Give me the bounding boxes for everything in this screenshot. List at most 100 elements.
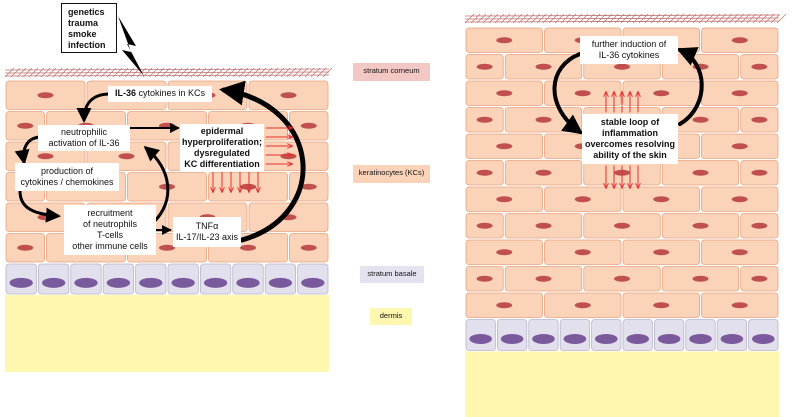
epidermal-line-4: KC differentiation	[184, 159, 260, 169]
tnf-box: TNFα IL-17/IL-23 axis	[173, 217, 241, 247]
keratinocyte-nucleus	[692, 275, 709, 282]
trigger-genetics: genetics	[68, 7, 105, 17]
arrow-il36-to-neutrophilic	[76, 92, 112, 123]
keratinocyte-nucleus	[574, 90, 591, 97]
right-stratum-corneum	[464, 13, 787, 24]
trigger-infection: infection	[68, 40, 106, 50]
keratinocyte-nucleus	[731, 143, 748, 150]
keratinocyte-nucleus	[280, 92, 297, 99]
keratinocyte-nucleus	[535, 169, 552, 176]
label-keratinocytes: keratinocytes (KCs)	[353, 165, 430, 183]
right-skin-layers	[464, 13, 787, 417]
keratinocyte-nucleus	[476, 275, 493, 282]
keratinocyte-nucleus	[653, 196, 670, 203]
basal-nucleus	[41, 277, 66, 288]
further-induction-box: further induction of IL-36 cytokines	[580, 36, 678, 64]
keratinocyte-nucleus	[574, 196, 591, 203]
keratinocyte-nucleus	[17, 244, 34, 251]
basal-nucleus	[74, 277, 98, 288]
right-dermis	[465, 351, 779, 417]
basal-nucleus	[563, 333, 587, 344]
arrow-stable-to-further	[676, 47, 704, 126]
keratinocyte-nucleus	[496, 196, 513, 203]
keratinocyte-nucleus	[692, 116, 709, 123]
tnf-line-1: TNFα	[195, 221, 219, 231]
keratinocyte-nucleus	[751, 222, 768, 229]
arrow-neutrophilic-to-production	[14, 135, 42, 165]
keratinocyte-nucleus	[300, 122, 317, 129]
keratinocyte-nucleus	[614, 275, 630, 282]
label-stratum-basale: stratum basale	[360, 266, 424, 283]
epidermal-line-3: dysregulated	[193, 148, 251, 158]
keratinocyte-nucleus	[476, 63, 493, 70]
lightning-bolt-icon	[118, 16, 144, 76]
keratinocyte-nucleus	[496, 143, 513, 150]
keratinocyte-nucleus	[159, 244, 175, 251]
keratinocyte-nucleus	[731, 90, 748, 97]
basal-nucleus	[139, 277, 163, 288]
right-keratinocyte-layer	[465, 27, 779, 318]
keratinocyte-nucleus	[535, 116, 552, 123]
keratinocyte-nucleus	[476, 169, 493, 176]
basal-nucleus	[532, 333, 555, 344]
keratinocyte-nucleus	[653, 249, 670, 256]
keratinocyte-nucleus	[300, 244, 317, 251]
keratinocyte-nucleus	[731, 302, 748, 309]
recruitment-line-2: of neutrophils	[82, 219, 138, 229]
keratinocyte-nucleus	[240, 244, 256, 251]
keratinocyte-nucleus	[300, 183, 317, 190]
basal-nucleus	[9, 277, 33, 288]
right-stratum-basale	[465, 319, 779, 351]
label-dermis: dermis	[370, 308, 412, 325]
keratinocyte-nucleus	[751, 275, 768, 282]
basal-nucleus	[236, 277, 260, 288]
keratinocyte-nucleus	[535, 275, 552, 282]
keratinocyte-nucleus	[751, 63, 768, 70]
trigger-trauma: trauma	[68, 18, 99, 28]
arrows	[14, 16, 704, 243]
arrow-production-to-recruitment	[18, 189, 61, 223]
basal-nucleus	[626, 333, 650, 344]
il36-rest: cytokines in KCs	[135, 88, 206, 98]
keratinocyte-nucleus	[574, 249, 591, 256]
keratinocyte-nucleus	[37, 153, 54, 160]
keratinocyte-nucleus	[574, 302, 591, 309]
recruitment-line-1: recruitment	[87, 208, 133, 218]
basal-nucleus	[500, 333, 524, 344]
basal-nucleus	[268, 277, 293, 288]
keratinocyte-nucleus	[280, 153, 297, 160]
label-stratum-corneum: stratum corneum	[353, 63, 430, 81]
basal-nucleus	[301, 277, 325, 288]
basal-nucleus	[469, 333, 493, 344]
il36-label: IL-36	[114, 88, 136, 98]
arrow-further-to-stable	[552, 52, 584, 135]
left-dermis	[5, 295, 329, 372]
cytokine-production-box: production of cytokines / chemokines	[15, 163, 119, 191]
cytokines-line-2: cytokines / chemokines	[20, 177, 114, 187]
keratinocyte-nucleus	[653, 90, 670, 97]
stable-line-4: ability of the skin	[593, 150, 667, 160]
keratinocyte-nucleus	[240, 183, 256, 190]
arrow-tnf-to-il36	[219, 80, 306, 243]
keratinocyte-nucleus	[496, 90, 513, 97]
keratinocyte-nucleus	[476, 116, 493, 123]
arrow-recruitment-to-neutrophilic	[143, 146, 170, 224]
recruitment-line-4: other immune cells	[72, 241, 148, 251]
cytokines-line-1: production of	[40, 166, 94, 176]
stable-line-1: stable loop of	[600, 117, 660, 127]
stable-line-2: inflammation	[601, 128, 658, 138]
stable-line-3: overcomes resolving	[584, 139, 676, 149]
neutrophilic-line-1: neutrophilic	[60, 127, 108, 137]
keratinocyte-nucleus	[496, 37, 513, 44]
keratinocyte-nucleus	[535, 222, 552, 229]
keratinocyte-nucleus	[692, 222, 709, 229]
epidermal-hyperproliferation-box: epidermal hyperproliferation; dysregulat…	[180, 124, 264, 172]
basal-nucleus	[106, 277, 131, 288]
basal-nucleus	[171, 277, 195, 288]
neutrophilic-activation-box: neutrophilic activation of IL-36	[38, 125, 130, 151]
basal-nucleus	[689, 333, 712, 344]
keratinocyte-nucleus	[17, 122, 34, 129]
basal-nucleus	[751, 333, 775, 344]
left-stratum-corneum	[4, 67, 333, 78]
